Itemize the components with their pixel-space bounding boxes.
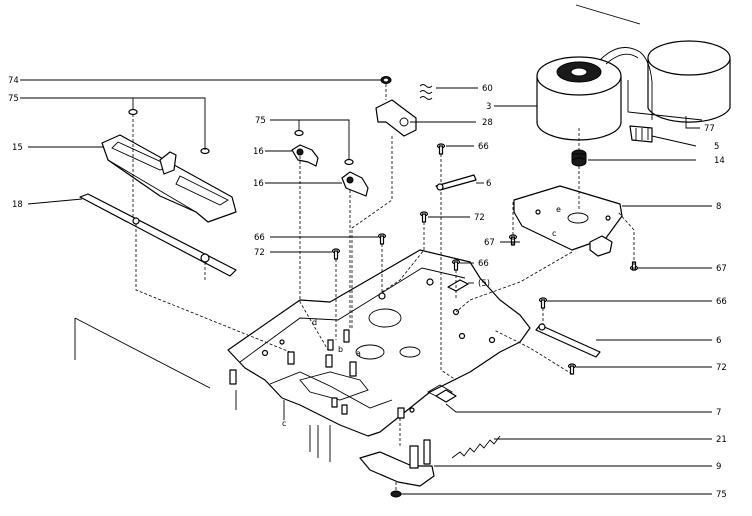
label-72-left: 72	[254, 248, 265, 258]
label-21: 21	[716, 435, 727, 445]
label-3: 3	[486, 102, 491, 112]
callout-labels: 74 75 15 18 75 16 16 60 28 3 77 5 14 66 …	[8, 76, 727, 500]
washers-75	[128, 108, 354, 166]
label-74: 74	[8, 76, 19, 86]
label-75-top-left: 75	[8, 94, 19, 104]
mark-b: b	[338, 345, 343, 354]
plate-posts	[229, 329, 405, 419]
label-5-paren: (5)	[478, 279, 490, 289]
motor-sheet-outline	[575, 4, 703, 121]
label-16-b: 16	[253, 179, 264, 189]
part-6-lever-right	[535, 323, 601, 358]
label-28: 28	[482, 118, 493, 128]
part-3-motor	[536, 40, 731, 143]
label-77: 77	[704, 124, 715, 134]
chassis-plate	[227, 249, 531, 437]
label-6-right: 6	[716, 336, 721, 346]
label-60: 60	[482, 84, 493, 94]
label-75-bottom: 75	[716, 490, 727, 500]
part-16-upper	[291, 144, 319, 167]
part-15-carriage	[101, 134, 237, 223]
mark-c-2: c	[552, 229, 556, 238]
mark-a: a	[356, 349, 361, 358]
alignment-lines	[132, 84, 635, 490]
part-18-strip	[79, 193, 237, 277]
part-75-bottom-ring	[390, 490, 402, 498]
label-72-right: 72	[716, 363, 727, 373]
part-16-lower	[341, 171, 369, 197]
label-18: 18	[12, 200, 23, 210]
label-7: 7	[716, 408, 721, 418]
label-66-center: 66	[478, 259, 489, 269]
leader-lines	[20, 79, 712, 495]
part-7-tab	[435, 389, 457, 403]
label-8: 8	[716, 202, 721, 212]
label-66-top: 66	[478, 142, 489, 152]
label-66-right: 66	[716, 297, 727, 307]
part-8-motor-plate	[513, 185, 623, 257]
label-9: 9	[716, 462, 721, 472]
label-14: 14	[714, 156, 725, 166]
part-21-spring	[451, 435, 501, 459]
label-75-mid: 75	[255, 116, 266, 126]
part-60-spring	[419, 84, 433, 100]
mark-e: e	[556, 205, 561, 214]
part-6-lever-top	[435, 174, 477, 191]
part-14-pulley	[571, 149, 587, 167]
label-66-left: 66	[254, 233, 265, 243]
label-6-top: 6	[486, 179, 491, 189]
label-15: 15	[12, 143, 23, 153]
label-67-left: 67	[484, 238, 495, 248]
mark-d: d	[312, 318, 317, 327]
label-5: 5	[714, 142, 719, 152]
part-28-bracket	[375, 99, 417, 137]
part-9-lever	[359, 439, 435, 487]
label-72-top: 72	[474, 213, 485, 223]
mark-c-1: c	[282, 419, 286, 428]
label-16-a: 16	[253, 147, 264, 157]
label-67-right: 67	[716, 264, 727, 274]
part-74-ring	[380, 76, 392, 84]
